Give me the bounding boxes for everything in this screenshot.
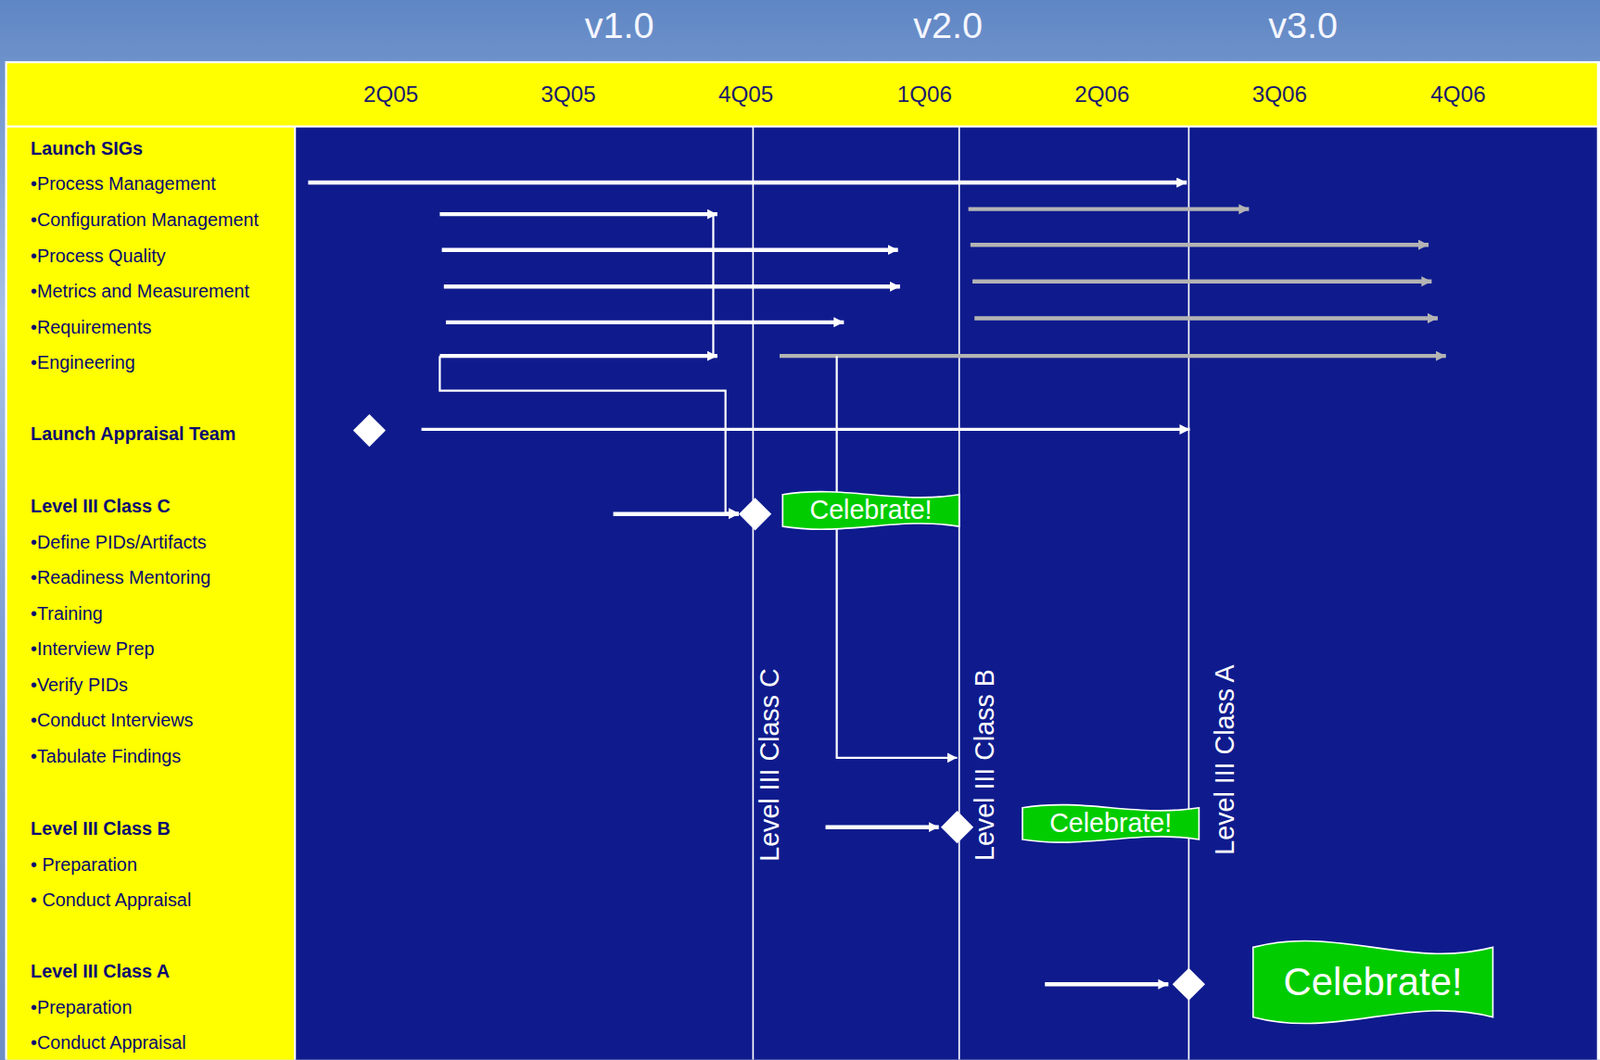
milestone-line bbox=[1188, 126, 1191, 1060]
dependency-line bbox=[439, 355, 739, 514]
task-group-heading: Launch SIGs bbox=[30, 138, 143, 160]
task-bar bbox=[613, 512, 739, 517]
task-item: •Define PIDs/Artifacts bbox=[30, 532, 207, 554]
celebrate-flag: Celebrate! bbox=[1253, 937, 1494, 1029]
task-item: •Tabulate Findings bbox=[30, 746, 181, 768]
milestone-line bbox=[752, 126, 755, 1060]
task-item: •Process Management bbox=[30, 174, 216, 196]
task-bar bbox=[421, 428, 1191, 432]
version-label: v3.0 bbox=[1268, 4, 1338, 48]
task-item: •Conduct Interviews bbox=[30, 711, 193, 733]
quarter-header: 4Q05 bbox=[718, 81, 774, 108]
task-bar bbox=[972, 279, 1432, 284]
flag-text-area: Celebrate! bbox=[1022, 802, 1199, 845]
flag-text: Celebrate! bbox=[1283, 960, 1463, 1004]
flag-text-area: Celebrate! bbox=[1253, 937, 1494, 1029]
milestone-diamond bbox=[1172, 968, 1206, 1002]
task-group-heading: Level III Class C bbox=[30, 496, 171, 519]
flag-text-area: Celebrate! bbox=[782, 489, 959, 532]
flag-shape bbox=[1253, 941, 1494, 1025]
task-item: •Process Quality bbox=[30, 245, 166, 267]
task-bar bbox=[970, 242, 1429, 247]
task-item: •Conduct Appraisal bbox=[30, 1033, 187, 1055]
task-item: •Engineering bbox=[30, 352, 136, 374]
milestone-label: Level III Class B bbox=[970, 669, 1002, 862]
quarter-header: 4Q06 bbox=[1430, 81, 1486, 108]
task-column bbox=[7, 127, 294, 1060]
quarter-header: 3Q05 bbox=[541, 81, 597, 108]
task-group-heading: Level III Class A bbox=[30, 962, 170, 984]
task-bar bbox=[1044, 982, 1169, 987]
task-item: •Configuration Management bbox=[30, 209, 259, 231]
task-bar bbox=[442, 247, 899, 252]
task-item: •Interview Prep bbox=[30, 639, 155, 661]
version-label: v1.0 bbox=[584, 4, 655, 48]
milestone-line bbox=[958, 126, 961, 1060]
task-group-heading: Launch Appraisal Team bbox=[30, 424, 236, 446]
task-bar bbox=[825, 825, 940, 830]
task-bar bbox=[974, 316, 1438, 320]
quarter-header: 2Q06 bbox=[1074, 81, 1130, 108]
task-bar bbox=[439, 354, 717, 358]
task-group-heading: Level III Class B bbox=[30, 819, 171, 841]
task-bar bbox=[439, 212, 717, 216]
quarter-header: 2Q05 bbox=[363, 81, 419, 108]
flag-text: Celebrate! bbox=[809, 495, 932, 527]
celebrate-flag: Celebrate! bbox=[1022, 802, 1199, 845]
milestone-diamond bbox=[940, 811, 974, 844]
task-item: •Metrics and Measurement bbox=[30, 280, 250, 303]
version-label: v2.0 bbox=[913, 4, 983, 48]
task-item: •Training bbox=[30, 603, 103, 625]
quarter-header: 3Q06 bbox=[1252, 81, 1308, 108]
task-bar bbox=[444, 284, 901, 289]
flag-shape bbox=[1022, 805, 1199, 844]
task-bar bbox=[445, 320, 844, 325]
task-item: • Preparation bbox=[30, 854, 138, 877]
milestone-label: Level III Class A bbox=[1210, 664, 1242, 855]
milestone-label: Level III Class C bbox=[755, 668, 787, 862]
dependency-line bbox=[837, 355, 958, 759]
quarter-header: 1Q06 bbox=[897, 81, 953, 108]
task-bar bbox=[307, 180, 1187, 185]
task-bar bbox=[779, 354, 1447, 358]
task-item: • Conduct Appraisal bbox=[30, 890, 191, 913]
task-bar bbox=[968, 206, 1250, 211]
header-band bbox=[7, 63, 1598, 126]
celebrate-flag: Celebrate! bbox=[782, 489, 959, 532]
task-item: •Preparation bbox=[30, 997, 132, 1019]
task-item: •Verify PIDs bbox=[30, 674, 128, 697]
chart-area bbox=[295, 127, 1597, 1060]
flag-shape bbox=[782, 492, 959, 531]
flag-text: Celebrate! bbox=[1049, 808, 1172, 840]
milestone-diamond bbox=[353, 414, 386, 447]
task-item: •Readiness Mentoring bbox=[30, 568, 211, 590]
milestone-diamond bbox=[738, 497, 772, 531]
task-bar bbox=[711, 214, 714, 356]
task-item: •Requirements bbox=[30, 317, 152, 339]
